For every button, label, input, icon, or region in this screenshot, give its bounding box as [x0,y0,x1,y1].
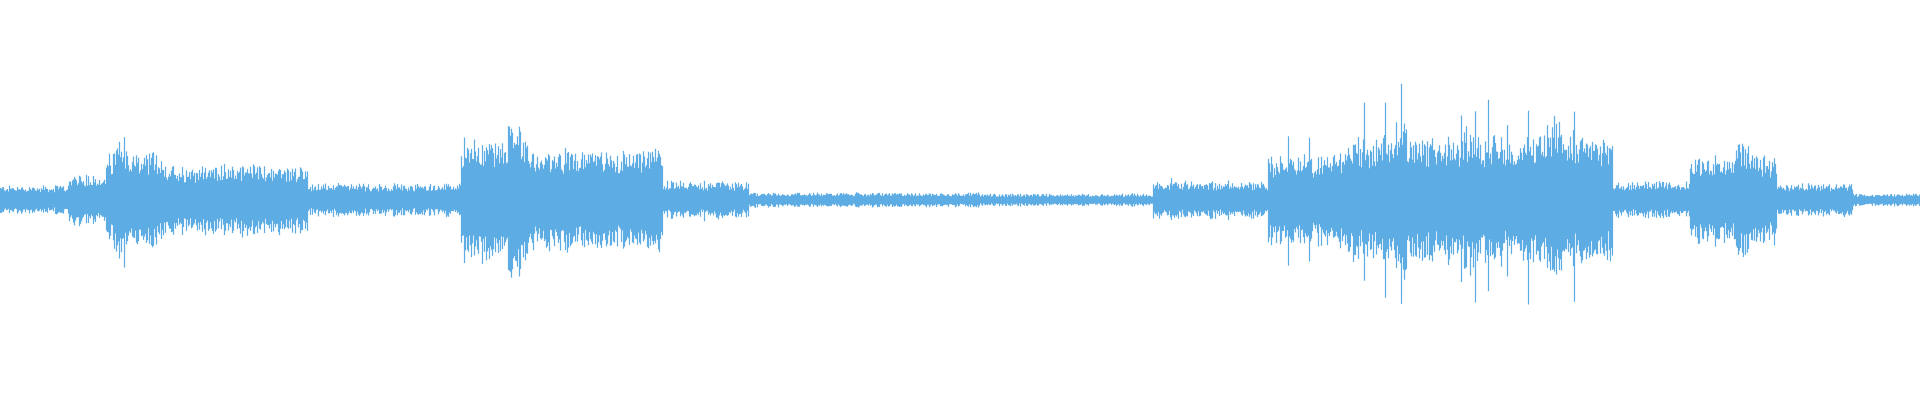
waveform-samples [0,83,1920,305]
waveform-path [0,83,1920,305]
